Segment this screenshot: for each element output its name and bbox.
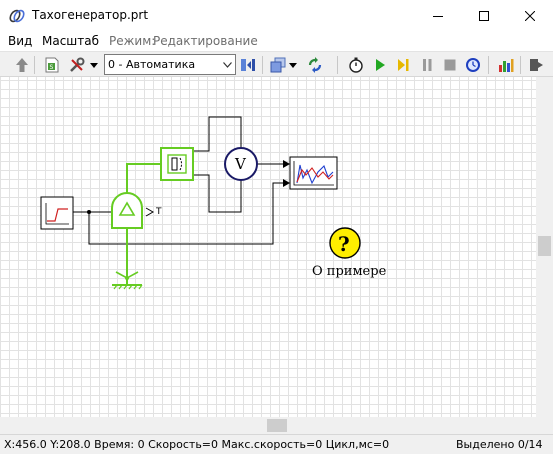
export-icon xyxy=(530,59,543,71)
question-mark: ? xyxy=(338,232,350,256)
refresh-button[interactable] xyxy=(305,55,325,75)
toggle-button[interactable] xyxy=(238,55,258,75)
tools-button[interactable] xyxy=(67,55,87,75)
scope-block[interactable] xyxy=(289,156,338,190)
layers-button[interactable] xyxy=(268,55,288,75)
document-icon: S xyxy=(45,57,59,73)
stop-button[interactable] xyxy=(440,55,460,75)
play-icon xyxy=(376,59,385,71)
question-icon[interactable] xyxy=(329,227,361,259)
chevron-down-icon xyxy=(222,61,232,68)
menu-bar: Вид Масштаб Режим: Редактирование xyxy=(0,31,553,51)
stopwatch-button[interactable] xyxy=(346,55,366,75)
tools-icon xyxy=(70,57,85,72)
junction-dot xyxy=(87,210,91,214)
tachogenerator-block[interactable] xyxy=(160,147,194,181)
speed-sensor-block[interactable] xyxy=(111,192,155,229)
close-icon xyxy=(525,10,535,21)
step-button[interactable] xyxy=(393,55,413,75)
toolbar-separator xyxy=(488,56,489,74)
mode-value: Редактирование xyxy=(153,34,258,48)
scroll-corner xyxy=(536,417,553,434)
ground-block[interactable] xyxy=(112,271,143,290)
diagram-canvas[interactable]: T V ? О примере xyxy=(0,77,536,417)
clock-icon xyxy=(466,58,480,72)
close-button[interactable] xyxy=(507,0,553,31)
play-button[interactable] xyxy=(370,55,390,75)
toolbar-separator xyxy=(34,56,35,74)
stopwatch-icon xyxy=(349,57,363,73)
status-bar: X:456.0 Y:208.0 Время: 0 Скорость=0 Макс… xyxy=(0,434,553,454)
dropdown-arrow-icon xyxy=(289,62,297,68)
maximize-icon xyxy=(479,10,489,21)
status-coordinates: X:456.0 Y:208.0 Время: 0 Скорость=0 Макс… xyxy=(4,438,390,451)
toggle-icon xyxy=(241,59,255,71)
voltmeter-label: V xyxy=(235,155,246,173)
dropdown-arrow-icon xyxy=(90,62,98,68)
status-selection: Выделено 0/14 xyxy=(456,438,543,451)
vertical-scroll-thumb[interactable] xyxy=(538,236,551,256)
minimize-button[interactable] xyxy=(415,0,461,31)
signal-source-block[interactable] xyxy=(40,196,74,230)
toolbar: S 0 - Автоматика xyxy=(0,51,553,77)
toolbar-separator xyxy=(520,56,521,74)
horizontal-scroll-thumb[interactable] xyxy=(267,419,287,432)
combo-value: 0 - Автоматика xyxy=(108,58,196,71)
up-button[interactable] xyxy=(12,55,32,75)
pause-button[interactable] xyxy=(417,55,437,75)
layers-icon xyxy=(270,57,286,73)
horizontal-scrollbar[interactable] xyxy=(0,417,536,434)
menu-view[interactable]: Вид xyxy=(8,34,33,48)
vertical-scrollbar[interactable] xyxy=(536,77,553,417)
document-button[interactable]: S xyxy=(42,55,62,75)
clock-button[interactable] xyxy=(463,55,483,75)
green-links xyxy=(126,163,161,284)
window-title: Тахогенератор.prt xyxy=(32,8,149,22)
step-icon xyxy=(398,59,409,71)
toolbar-separator xyxy=(262,56,263,74)
diagram-svg xyxy=(40,116,361,290)
toolbar-separator xyxy=(337,56,338,74)
bar-chart-icon xyxy=(499,59,514,72)
menu-scale[interactable]: Масштаб xyxy=(42,34,100,48)
arrowhead xyxy=(283,179,290,187)
mode-label: Режим: xyxy=(109,34,156,48)
pause-icon xyxy=(423,59,432,71)
chart-button[interactable] xyxy=(496,55,516,75)
minimize-icon xyxy=(433,15,443,17)
about-label[interactable]: О примере xyxy=(312,264,387,279)
title-bar: Тахогенератор.prt xyxy=(0,0,553,31)
chain-link-icon xyxy=(9,9,25,23)
combo-dropdown-button[interactable] xyxy=(219,55,235,74)
sensor-output-label: T xyxy=(156,207,162,217)
voltmeter-block[interactable] xyxy=(224,147,258,181)
arrowhead xyxy=(283,160,290,168)
layers-dropdown-button[interactable] xyxy=(287,55,299,75)
maximize-button[interactable] xyxy=(461,0,507,31)
tools-dropdown-button[interactable] xyxy=(87,55,101,75)
stop-icon xyxy=(444,59,456,71)
wire-input-to-scope xyxy=(88,182,283,245)
export-button[interactable] xyxy=(527,55,547,75)
mode-combobox[interactable]: 0 - Автоматика xyxy=(104,54,236,75)
refresh-icon xyxy=(308,57,322,73)
svg-text:S: S xyxy=(50,64,54,71)
up-arrow-icon xyxy=(16,58,28,72)
